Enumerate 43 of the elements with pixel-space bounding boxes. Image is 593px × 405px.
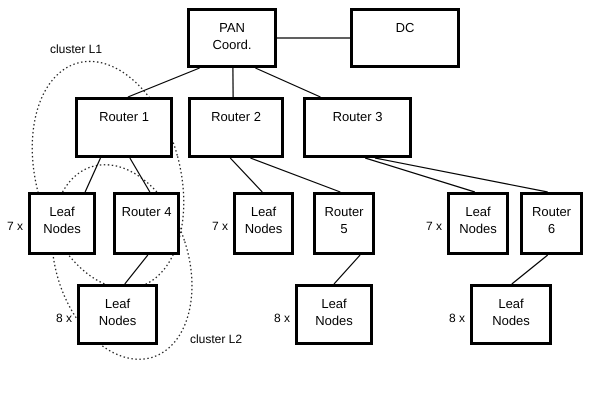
- connector-line: [84, 158, 102, 192]
- node-box: [187, 8, 277, 68]
- node-box: [520, 192, 583, 255]
- node-box: [303, 97, 412, 158]
- node-box: [313, 192, 375, 255]
- connector-line: [250, 157, 340, 193]
- cluster-label: cluster L2: [190, 331, 242, 348]
- connector-line: [277, 37, 350, 39]
- node-label: Leaf Nodes: [491, 295, 531, 329]
- node-box: [350, 8, 460, 68]
- connector-line: [128, 67, 200, 98]
- node-label: PAN Coord.: [211, 19, 253, 53]
- node-box: [113, 192, 180, 255]
- node-label: Leaf Nodes: [244, 203, 284, 237]
- node-label: Leaf Nodes: [314, 295, 354, 329]
- node-label: DC: [394, 19, 416, 36]
- connector-line: [255, 67, 321, 98]
- node-label: Router 4: [120, 203, 172, 220]
- connector-line: [364, 157, 476, 193]
- connector-line: [129, 158, 150, 192]
- count-label: 7 x: [426, 218, 442, 235]
- node-label: Router 5: [323, 203, 365, 237]
- node-label: Router 2: [210, 108, 262, 125]
- node-label: Router 3: [332, 108, 384, 125]
- count-label: 8 x: [448, 310, 465, 327]
- count-label: 8 x: [274, 310, 290, 327]
- connector-line: [374, 157, 548, 193]
- node-label: Leaf Nodes: [98, 295, 138, 329]
- count-label: 8 x: [56, 310, 72, 327]
- node-box: [188, 97, 284, 158]
- cluster-label: cluster L1: [50, 41, 102, 58]
- node-label: Router 1: [98, 108, 150, 125]
- connector-line: [230, 158, 263, 192]
- node-label: Router 6: [530, 203, 572, 237]
- count-label: 7 x: [212, 218, 228, 235]
- connector-line: [124, 254, 148, 284]
- node-label: Leaf Nodes: [42, 203, 82, 237]
- connector-line: [334, 254, 361, 284]
- connector-line: [232, 68, 234, 97]
- connector-line: [511, 254, 548, 284]
- count-label: 7 x: [6, 218, 23, 235]
- node-label: Leaf Nodes: [458, 203, 498, 237]
- node-box: [75, 97, 173, 158]
